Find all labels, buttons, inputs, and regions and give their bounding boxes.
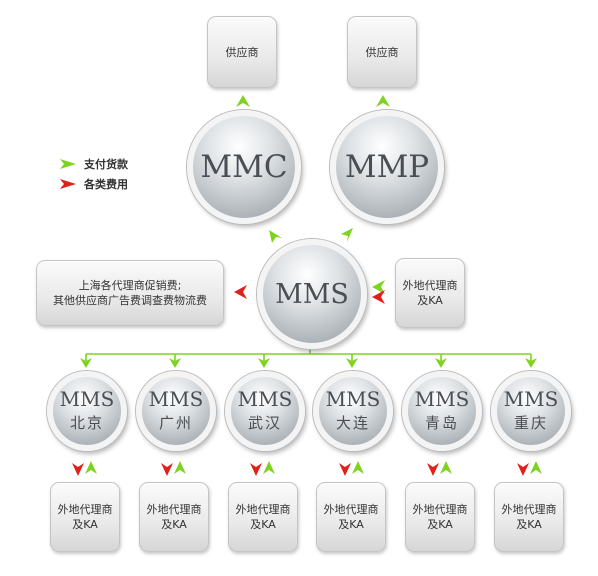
branch-city: 广州 — [158, 414, 193, 432]
legend: 支付货款 各类费用 — [60, 154, 128, 194]
arrow-up-icon — [376, 95, 390, 107]
agent-line-2: 及KA — [250, 518, 276, 531]
agent-line-2: 及KA — [72, 518, 98, 531]
branch-node-qingdao: MMS 青岛 — [402, 371, 482, 451]
expenses-line-2: 其他供应商广告费调查费物流费 — [53, 294, 207, 307]
branch-title: MMS — [414, 387, 470, 411]
branch-agent-box-guangzhou: 外地代理商 及KA — [139, 482, 209, 552]
branch-arrow-pairs — [72, 461, 542, 476]
green-arrow-icon — [60, 159, 76, 169]
arrow-left-green-icon — [372, 280, 385, 294]
branch-agent-box-chongqing: 外地代理商 及KA — [494, 482, 564, 552]
legend-payment-label: 支付货款 — [84, 158, 128, 171]
arrow-up-left-icon — [269, 230, 282, 243]
branch-agent-box-dalian: 外地代理商 及KA — [316, 482, 386, 552]
mmc-label: MMC — [200, 148, 288, 185]
agent-line-1: 外地代理商 — [323, 503, 379, 516]
branch-agent-box-beijing: 外地代理商 及KA — [50, 482, 120, 552]
branch-city: 青岛 — [424, 414, 459, 432]
expenses-box: 上海各代理商促销费; 其他供应商广告费调查费物流费 — [36, 260, 224, 326]
legend-item-payment: 支付货款 — [60, 154, 128, 174]
supplier-box-1: 供应商 — [207, 16, 277, 88]
branch-title: MMS — [59, 387, 115, 411]
arrow-left-red-icon — [234, 285, 247, 299]
arrow-up-icon — [236, 95, 250, 107]
branch-node-wuhan: MMS 武汉 — [225, 371, 305, 451]
red-arrow-icon — [60, 179, 76, 189]
branch-city: 北京 — [69, 414, 104, 432]
branch-title: MMS — [237, 387, 293, 411]
supplier-label: 供应商 — [225, 45, 259, 59]
branch-city: 武汉 — [247, 414, 282, 432]
agent-line-2: 及KA — [338, 518, 364, 531]
branch-node-beijing: MMS 北京 — [47, 371, 127, 451]
agent-line-1: 外地代理商 — [146, 503, 202, 516]
mms-center-node: MMS — [257, 239, 367, 349]
branch-city: 大连 — [335, 414, 370, 432]
branch-title: MMS — [325, 387, 381, 411]
regional-agent-line-1: 外地代理商 — [402, 279, 458, 292]
mmp-label: MMP — [344, 148, 430, 185]
arrow-left-red-icon — [372, 290, 385, 304]
arrow-up-right-icon — [341, 228, 353, 242]
branch-node-dalian: MMS 大连 — [313, 371, 393, 451]
branch-title: MMS — [148, 387, 204, 411]
legend-expenses-label: 各类费用 — [84, 178, 128, 191]
agent-line-2: 及KA — [516, 518, 542, 531]
mmc-node: MMC — [187, 110, 301, 224]
regional-agent-line-2: 及KA — [417, 294, 443, 307]
mms-center-label: MMS — [275, 278, 349, 310]
branch-node-chongqing: MMS 重庆 — [491, 371, 571, 451]
branch-agent-box-qingdao: 外地代理商 及KA — [405, 482, 475, 552]
supplier-label: 供应商 — [365, 45, 399, 59]
agent-line-2: 及KA — [427, 518, 453, 531]
expenses-line-1: 上海各代理商促销费; — [78, 279, 182, 292]
legend-item-expenses: 各类费用 — [60, 174, 128, 194]
agent-line-1: 外地代理商 — [501, 503, 557, 516]
branch-node-guangzhou: MMS 广州 — [136, 371, 216, 451]
branch-agent-box-wuhan: 外地代理商 及KA — [228, 482, 298, 552]
agent-line-1: 外地代理商 — [412, 503, 468, 516]
agent-line-1: 外地代理商 — [235, 503, 291, 516]
agent-line-1: 外地代理商 — [57, 503, 113, 516]
agent-line-2: 及KA — [161, 518, 187, 531]
supplier-box-2: 供应商 — [347, 16, 417, 88]
branch-city: 重庆 — [513, 414, 548, 432]
regional-agent-box: 外地代理商 及KA — [395, 258, 465, 328]
mmp-node: MMP — [330, 110, 444, 224]
branch-title: MMS — [503, 387, 559, 411]
